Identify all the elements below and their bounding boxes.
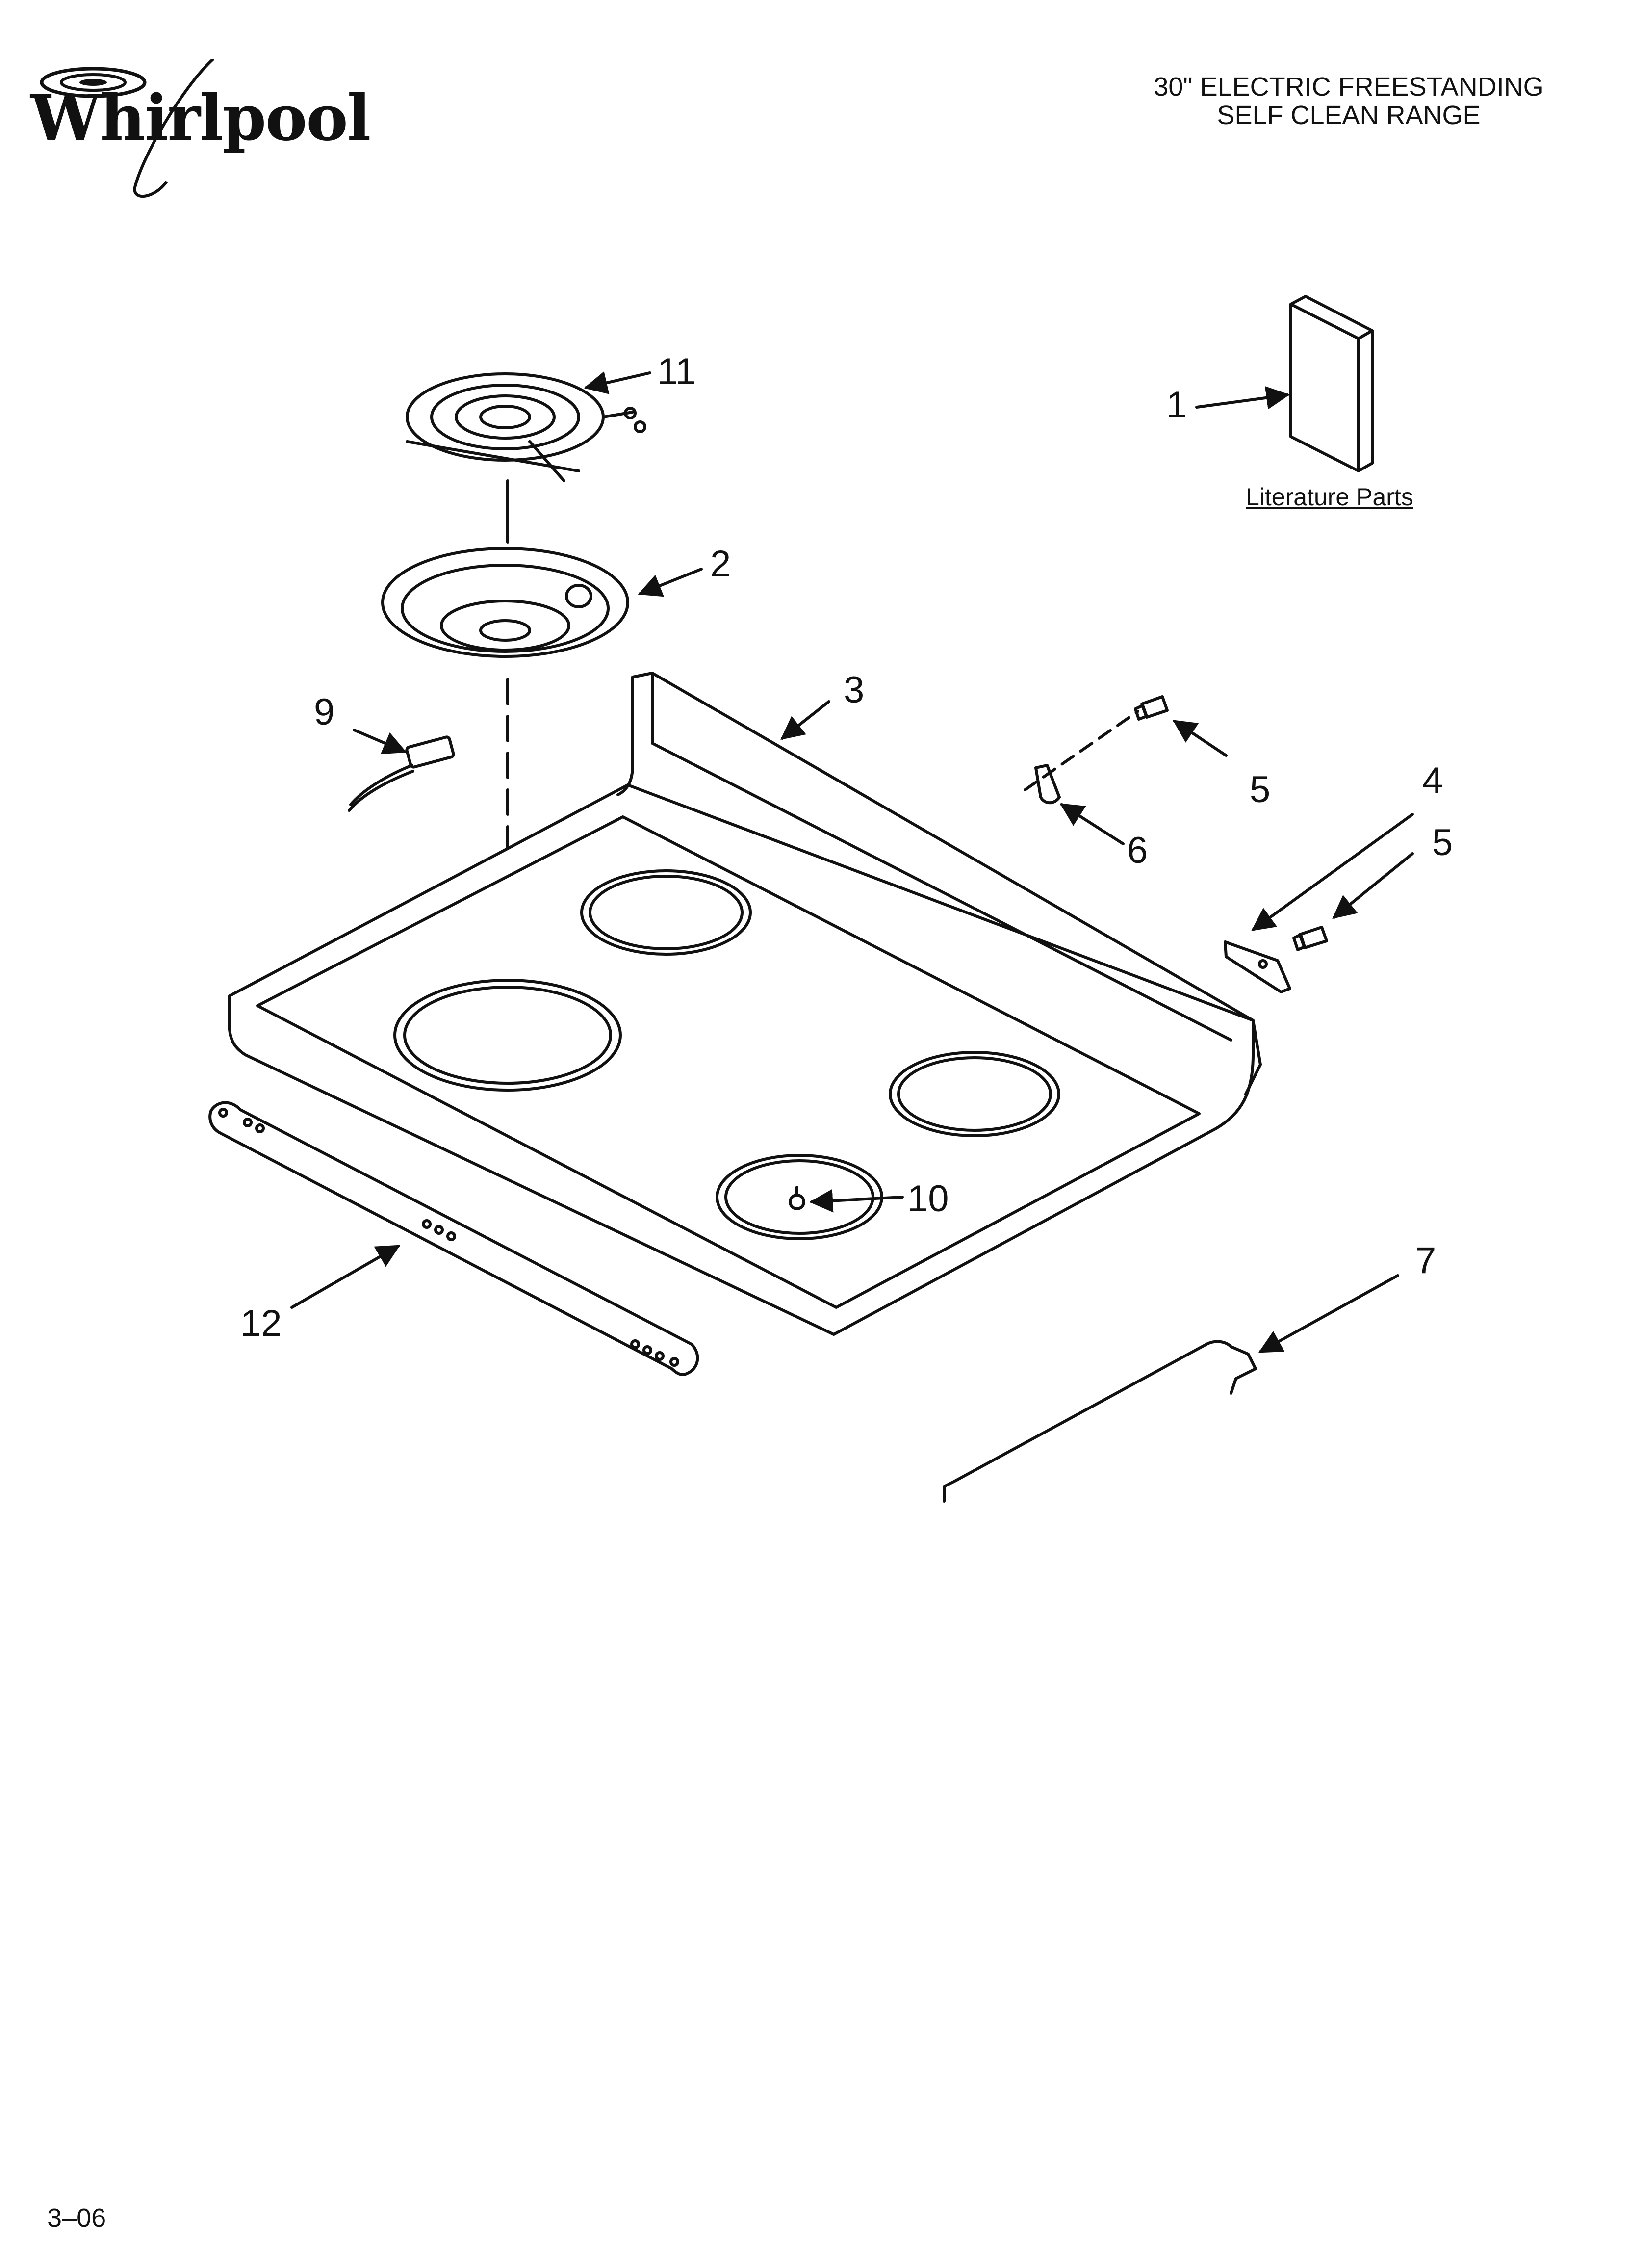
drip-bowl-icon <box>381 547 629 658</box>
callout-leaders <box>290 371 1414 1353</box>
terminal-block-icon <box>348 735 455 812</box>
callout-6: 6 <box>1127 830 1148 871</box>
clip-bracket-icon <box>1024 710 1139 805</box>
callout-2: 2 <box>710 543 731 585</box>
page-title-line-1: 30" ELECTRIC FREESTANDING <box>1154 72 1544 102</box>
mounting-bracket-icon <box>1224 940 1291 993</box>
callout-5-upper: 5 <box>1250 769 1271 810</box>
brand-name: Whirlpool <box>30 81 371 155</box>
front-strip-icon <box>208 1101 699 1376</box>
page-title-line-2: SELF CLEAN RANGE <box>1217 101 1481 130</box>
literature-parts-label: Literature Parts <box>1246 483 1413 511</box>
callout-10: 10 <box>907 1178 949 1220</box>
cooktop-panel-icon <box>228 672 1262 1336</box>
wire-rod-icon <box>943 1340 1257 1503</box>
callout-11: 11 <box>657 351 696 392</box>
callout-1: 1 <box>1166 384 1187 426</box>
screw-10-icon <box>789 1186 805 1210</box>
screw-5a-icon <box>1134 695 1169 721</box>
callout-4: 4 <box>1422 760 1443 802</box>
screw-5b-icon <box>1292 926 1328 951</box>
callout-5-lower: 5 <box>1432 822 1453 863</box>
surface-element-icon <box>406 372 646 482</box>
callout-12: 12 <box>240 1303 282 1344</box>
callout-9: 9 <box>314 691 335 733</box>
logo-swirl-icon <box>40 59 215 198</box>
callout-7: 7 <box>1415 1240 1437 1281</box>
callout-3: 3 <box>844 669 865 711</box>
page-footer-code: 3–06 <box>47 2203 106 2233</box>
literature-book-icon <box>1289 295 1374 472</box>
